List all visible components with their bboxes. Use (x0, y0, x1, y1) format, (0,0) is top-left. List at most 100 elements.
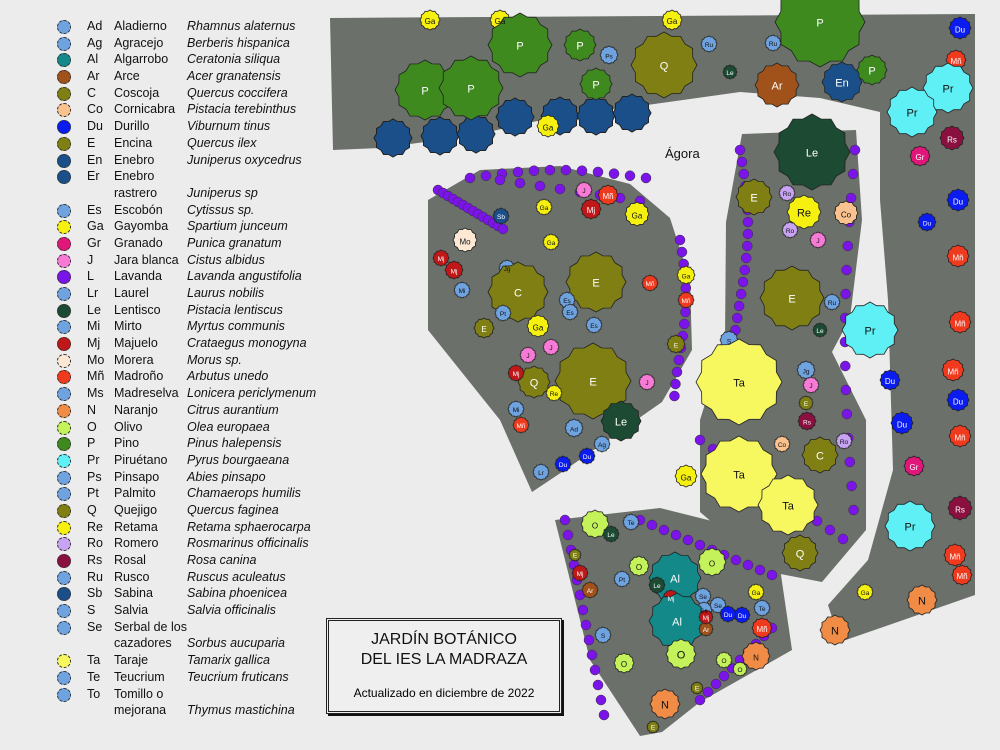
species-scientific-name: Quercus coccifera (187, 85, 288, 100)
plant-marker (833, 200, 859, 226)
plant-marker (535, 198, 553, 216)
species-swatch-icon (57, 453, 71, 468)
species-code: Rs (87, 553, 103, 567)
plant-code-label: Ps (605, 54, 613, 61)
plant-marker (599, 45, 619, 65)
plant-code-label: O (677, 650, 686, 662)
juniper-marker (495, 97, 535, 137)
species-name: Cornicabra (114, 102, 176, 117)
plant-code-label: Mi (459, 288, 466, 295)
species-swatch-icon (57, 103, 71, 118)
species-swatch-icon (57, 687, 71, 702)
plant-code-label: Le (726, 70, 734, 77)
plant-marker (661, 9, 683, 31)
plant-code-label: N (918, 596, 926, 608)
plant-marker (494, 304, 512, 322)
plant-code-label: E (573, 552, 578, 559)
species-scientific-name: Olea europaea (187, 419, 270, 434)
plant-marker (597, 184, 619, 206)
lavender-marker (680, 282, 692, 294)
plant-code-label: Du (923, 221, 932, 228)
plant-code-label: Ga (667, 17, 678, 26)
lavender-marker (514, 177, 526, 189)
lavender-marker (694, 694, 706, 706)
species-swatch-icon (57, 437, 71, 452)
lavender-marker (841, 264, 852, 276)
lavender-marker (658, 524, 670, 536)
plant-marker (492, 207, 510, 225)
lavender-marker (494, 174, 506, 186)
species-scientific-name: Laurus nobilis (187, 286, 265, 300)
plant-code-label: O (636, 563, 642, 572)
species-code: Ps (87, 469, 102, 484)
lavender-marker (766, 569, 778, 581)
plant-marker (542, 338, 560, 356)
species-scientific-name: Juniperus oxycedrus (187, 152, 302, 167)
species-code: Gr (87, 235, 101, 250)
species-scientific-name: Arbutus unedo (187, 369, 269, 384)
plant-code-label: J (645, 380, 648, 387)
species-name: Algarrobo (114, 52, 169, 67)
plant-code-label: Mj (587, 206, 596, 215)
lavender-marker (679, 318, 690, 330)
plant-marker (886, 86, 938, 138)
plant-code-label: Ga (533, 323, 544, 332)
juniper-marker (373, 118, 413, 158)
plant-marker (419, 9, 441, 31)
plant-code-label: Ta (733, 470, 746, 482)
plant-code-label: Le (653, 583, 661, 590)
species-name: Jara blanca (114, 252, 179, 267)
lavender-marker (576, 165, 588, 176)
plant-code-label: Mñ (602, 192, 613, 201)
species-swatch-icon (57, 403, 71, 418)
lavender-marker (694, 434, 706, 446)
species-code: E (87, 135, 96, 150)
species-scientific-name: Rhamnus alaternus (187, 19, 296, 33)
species-scientific-name: Punica granatum (187, 235, 282, 250)
plant-marker (602, 525, 620, 543)
species-scientific-name: Spartium junceum (187, 219, 288, 234)
plant-code-label: E (804, 401, 809, 408)
agora-label: Ágora (665, 146, 700, 161)
lavender-marker (842, 240, 854, 252)
species-name: Laurel (114, 286, 149, 300)
plant-code-label: Mñ (954, 319, 965, 328)
lavender-marker (592, 679, 604, 691)
plant-marker (444, 260, 464, 280)
plant-code-label: Re (797, 208, 811, 220)
species-scientific-name: Thymus mastichina (187, 703, 295, 718)
title-box: JARDÍN BOTÁNICO DEL IES LA MADRAZA Actua… (326, 618, 562, 714)
plant-marker (526, 314, 550, 338)
plant-code-label: O (709, 560, 715, 569)
species-scientific-name: Rosmarinus officinalis (187, 536, 309, 551)
lavender-marker (847, 168, 859, 180)
species-name: Palmito (114, 486, 156, 501)
plant-marker (565, 251, 627, 313)
species-scientific-name: Sabina phoenicea (187, 586, 288, 601)
plant-marker (512, 416, 530, 434)
species-swatch-icon (57, 587, 71, 602)
plant-code-label: Pr (907, 108, 918, 120)
lavender-marker (739, 264, 751, 276)
plant-code-label: O (592, 522, 598, 531)
plant-marker (638, 373, 656, 391)
plant-marker (906, 584, 938, 616)
plant-marker (690, 681, 704, 695)
species-name: Teucrium (114, 669, 165, 684)
species-code: Pr (87, 452, 100, 467)
lavender-marker (577, 604, 589, 616)
bed-left-sector (428, 166, 692, 492)
plant-code-label: P (592, 80, 599, 92)
species-swatch-icon (57, 537, 71, 552)
plant-marker (453, 281, 471, 299)
plant-code-label: N (831, 626, 839, 638)
species-name: Sabina (114, 586, 153, 601)
plant-marker (630, 31, 698, 99)
plant-code-label: Du (724, 612, 733, 619)
species-swatch-icon (57, 86, 71, 101)
species-code: Re (87, 519, 103, 534)
